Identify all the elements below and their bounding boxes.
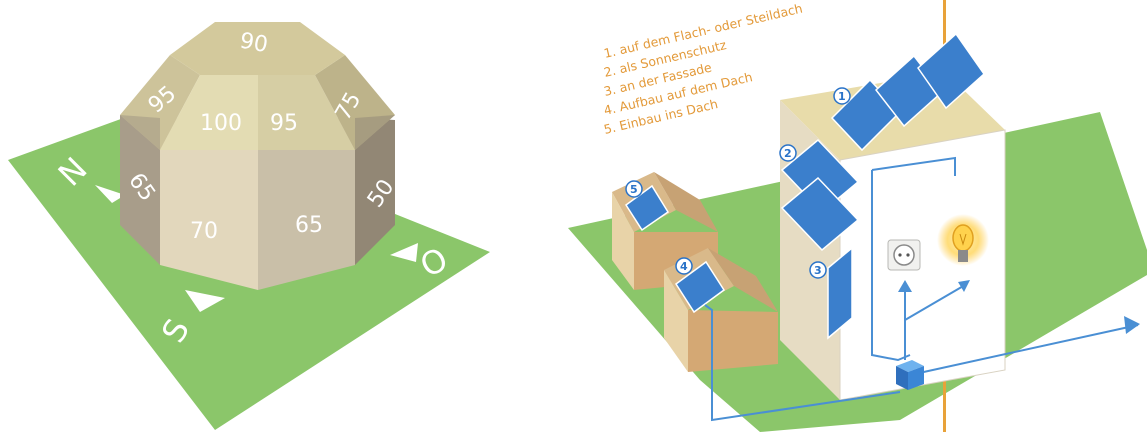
house4-roof-right	[708, 248, 778, 312]
wire-to-grid	[909, 324, 1139, 376]
solar-panel-icon	[917, 32, 985, 110]
facade-panel	[827, 246, 853, 340]
house4-wall-side	[688, 310, 778, 372]
arrow-icon	[1124, 316, 1140, 334]
solar-panel-icon	[624, 184, 670, 232]
sunshade-panels	[780, 138, 860, 252]
face-front-left-value: 70	[190, 219, 218, 244]
svg-text:4: 4	[680, 260, 688, 273]
solar-panel-icon	[674, 260, 726, 314]
roof-upper-center-right	[258, 75, 355, 150]
marker-3: 3	[809, 261, 827, 279]
south-arrow-icon	[185, 290, 225, 312]
face-upper-center-right-value: 95	[270, 111, 298, 136]
svg-text:3: 3	[814, 264, 822, 277]
wire-roof	[871, 156, 956, 176]
marker-5: 5	[625, 180, 643, 198]
roof-band-right	[355, 115, 395, 150]
face-front-right-value: 65	[295, 213, 323, 238]
face-top-value: 90	[238, 29, 270, 58]
roof-upper-center-left	[160, 75, 258, 150]
svg-text:2: 2	[784, 147, 792, 160]
wire-to-bulb	[904, 284, 966, 321]
roof-panels	[830, 32, 985, 152]
marker-4: 4	[675, 257, 693, 275]
legend: 1. auf dem Flach- oder Steildach 2. als …	[602, 1, 804, 137]
svg-text:1: 1	[838, 90, 846, 103]
junction-box-icon	[896, 360, 924, 390]
light-bulb-icon	[937, 214, 989, 266]
wall-right	[355, 118, 395, 265]
socket-icon	[887, 239, 921, 271]
svg-text:5: 5	[630, 183, 638, 196]
house4-wall-front	[664, 270, 688, 372]
face-upper-center-left-value: 100	[200, 111, 242, 136]
marker-2: 2	[779, 144, 797, 162]
solar-yield-diagram: N O S 90 95 100 95 75 65 70 65 50	[8, 22, 490, 430]
north-arrow-icon	[95, 185, 125, 203]
house5-roof-right	[654, 172, 718, 232]
arrow-icon	[898, 280, 912, 292]
house-roof-integrated	[612, 172, 718, 290]
wiring	[704, 156, 1139, 422]
roof-top	[170, 22, 345, 75]
marker-1: 1	[833, 87, 851, 105]
wall-front-left	[160, 118, 258, 290]
wire-house4	[704, 304, 901, 422]
solar-panel-icon	[780, 176, 860, 252]
arrow-icon	[958, 280, 970, 292]
wall-left	[120, 115, 160, 265]
east-arrow-icon	[390, 243, 418, 262]
house5-wall-front	[612, 192, 634, 290]
wall-front-right	[258, 118, 355, 290]
roof-band-left	[120, 115, 160, 150]
pv-installation-diagram: 1 2 3 4 5 1. auf dem Flach- oder Steilda…	[568, 0, 1147, 432]
